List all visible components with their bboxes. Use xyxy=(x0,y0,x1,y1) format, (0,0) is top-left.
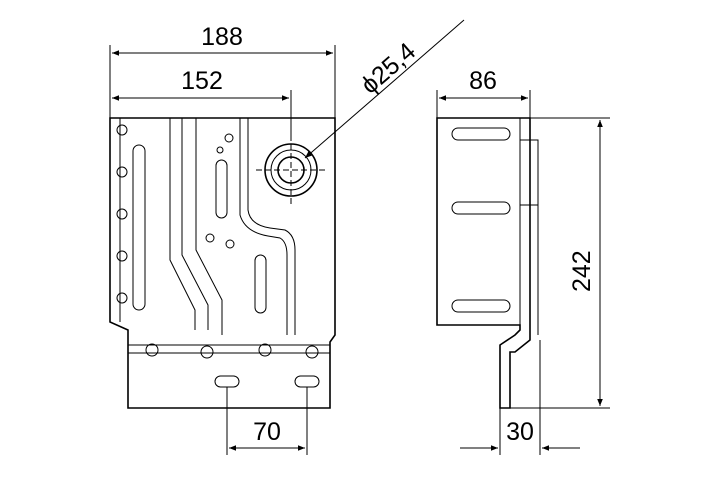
dimensions-side: 86 242 30 xyxy=(436,67,610,455)
bottom-holes xyxy=(145,343,319,359)
dimensions-front: 188 152 ϕ25,4 70 xyxy=(109,19,465,455)
front-view xyxy=(109,117,336,409)
dim-depth: 86 xyxy=(469,67,497,95)
dim-height: 242 xyxy=(568,250,596,292)
left-holes xyxy=(116,124,128,304)
dim-slot-spacing: 70 xyxy=(253,418,281,446)
dim-hole-diameter: ϕ25,4 xyxy=(356,37,422,99)
dim-hole-offset: 152 xyxy=(181,67,223,95)
dim-overall-width: 188 xyxy=(201,23,243,51)
side-view xyxy=(436,117,539,409)
dim-offset: 30 xyxy=(506,418,534,446)
bearing-hole xyxy=(256,135,326,205)
